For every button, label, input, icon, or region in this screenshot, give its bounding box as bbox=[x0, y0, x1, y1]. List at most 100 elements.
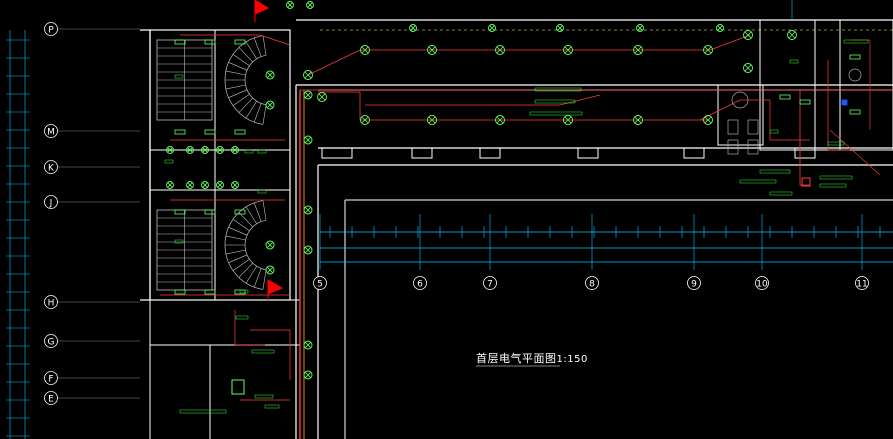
axis-row-label-P: P bbox=[48, 26, 54, 36]
wc-light-4 bbox=[231, 146, 239, 154]
curved-stair-lower-step bbox=[228, 254, 248, 263]
axis-row-bubble-K bbox=[44, 160, 58, 174]
wc-light-7-x2 bbox=[202, 182, 208, 188]
fluorescent-4 bbox=[204, 129, 216, 135]
stair-light-1-x2 bbox=[266, 241, 274, 249]
small-light-4-x2 bbox=[717, 25, 723, 31]
lighting-circuit-1 bbox=[307, 34, 751, 76]
small-light-0-x2 bbox=[410, 25, 416, 31]
building-walls bbox=[140, 19, 893, 439]
wc-light-1 bbox=[186, 146, 194, 154]
axis-col-bubble-7 bbox=[483, 276, 497, 290]
wall-left-lower bbox=[149, 299, 301, 439]
left-circuit-low2 bbox=[250, 329, 291, 380]
stair-treads bbox=[156, 35, 267, 291]
basin-2 bbox=[848, 68, 862, 82]
label-mark-13 bbox=[827, 141, 845, 146]
basin bbox=[731, 91, 749, 109]
label-mark-2 bbox=[529, 111, 583, 116]
stair-light-2 bbox=[265, 100, 275, 110]
label-mark-3 bbox=[759, 169, 791, 174]
stair-light-3-x2 bbox=[266, 266, 274, 274]
ceiling-light-6 bbox=[703, 45, 713, 55]
ceiling-light-2-x2 bbox=[428, 46, 436, 54]
curved-stair-lower-step bbox=[225, 235, 246, 241]
curved-stair-lower-step bbox=[238, 262, 253, 278]
axis-col-label-9: 9 bbox=[691, 280, 697, 290]
axis-col-label-5: 5 bbox=[317, 280, 323, 290]
toilet-1 bbox=[747, 119, 759, 135]
ceiling-light-3 bbox=[495, 45, 505, 55]
corridor-light-4-x2 bbox=[564, 116, 572, 124]
fluorescent-2 bbox=[234, 39, 246, 45]
curved-stair-lower-step bbox=[232, 219, 250, 232]
tag-mark-2 bbox=[257, 149, 267, 154]
power-wiring bbox=[160, 29, 893, 439]
wc-light-11 bbox=[306, 1, 314, 9]
left-circuit-low bbox=[234, 310, 265, 346]
axis-col-bubble-8 bbox=[585, 276, 599, 290]
curved-stair-lower-step bbox=[238, 212, 253, 228]
left-circuit-top bbox=[180, 34, 291, 46]
wc-light-6-x2 bbox=[187, 182, 193, 188]
fluorescent-10 bbox=[204, 289, 216, 295]
curved-stair-upper-step bbox=[238, 47, 253, 63]
feeder-light-2 bbox=[303, 340, 313, 350]
distribution-box bbox=[801, 177, 811, 187]
fluorescent-3 bbox=[174, 129, 186, 135]
axis-col-label-6: 6 bbox=[417, 280, 423, 290]
label-mark-1 bbox=[534, 99, 576, 104]
ceiling-light-4-x2 bbox=[564, 46, 572, 54]
label-mark-12 bbox=[235, 315, 249, 320]
stair-light-3 bbox=[265, 265, 275, 275]
wc-light-4-x2 bbox=[232, 147, 238, 153]
label-mark-6 bbox=[819, 183, 847, 188]
light-fixtures bbox=[166, 0, 862, 395]
wc-light-6 bbox=[186, 181, 194, 189]
curved-stair-upper-step bbox=[232, 54, 250, 67]
wc-light-3 bbox=[216, 146, 224, 154]
corridor-light-0-x2 bbox=[318, 93, 326, 101]
wall-left-block bbox=[149, 29, 291, 301]
small-light-1 bbox=[488, 24, 496, 32]
label-mark-10 bbox=[264, 404, 280, 409]
toilet-2 bbox=[727, 139, 739, 155]
curved-stair-upper-step bbox=[238, 97, 253, 113]
wall-toilet bbox=[717, 84, 764, 146]
feeder-light-4 bbox=[303, 90, 313, 100]
lighting-circuit-2 bbox=[318, 91, 710, 121]
curved-stair-upper-step bbox=[253, 37, 262, 57]
ceiling-light-8 bbox=[743, 63, 753, 73]
stair-light-0-x2 bbox=[266, 71, 274, 79]
curved-stair-lower-step bbox=[253, 202, 262, 222]
feeder-light-0-x2 bbox=[304, 206, 312, 214]
corridor-light-4 bbox=[563, 115, 573, 125]
corridor-light-5 bbox=[633, 115, 643, 125]
axis-row-label-H: H bbox=[48, 299, 55, 309]
label-mark-9 bbox=[254, 394, 274, 399]
small-light-1-x2 bbox=[489, 25, 495, 31]
panel-drop bbox=[799, 90, 810, 186]
ceiling-light-1 bbox=[360, 45, 370, 55]
axis-row-bubble-J bbox=[44, 195, 58, 209]
corridor-light-5-x2 bbox=[634, 116, 642, 124]
curved-stair-lower-outer-arc bbox=[224, 200, 264, 290]
ceiling-light-9 bbox=[787, 30, 797, 40]
ceiling-light-6-x2 bbox=[704, 46, 712, 54]
label-mark-7 bbox=[769, 191, 793, 196]
tag-mark-4 bbox=[244, 149, 254, 154]
window-5 bbox=[794, 147, 816, 159]
wc-light-3-x2 bbox=[217, 147, 223, 153]
corridor-light-1 bbox=[360, 115, 370, 125]
wc-light-10 bbox=[286, 1, 294, 9]
window-0 bbox=[321, 147, 353, 159]
axis-col-label-7: 7 bbox=[487, 280, 493, 290]
drawing-scale: 1:150 bbox=[556, 354, 588, 365]
curved-stair-lower-step bbox=[262, 269, 267, 290]
feeder-light-0 bbox=[303, 205, 313, 215]
feeder-light-5-x2 bbox=[304, 136, 312, 144]
curved-stair-lower-inner-arc bbox=[244, 219, 267, 271]
axis-col-bubble-9 bbox=[687, 276, 701, 290]
curved-stair-lower-step bbox=[262, 200, 267, 221]
axis-row-label-M: M bbox=[47, 128, 55, 138]
